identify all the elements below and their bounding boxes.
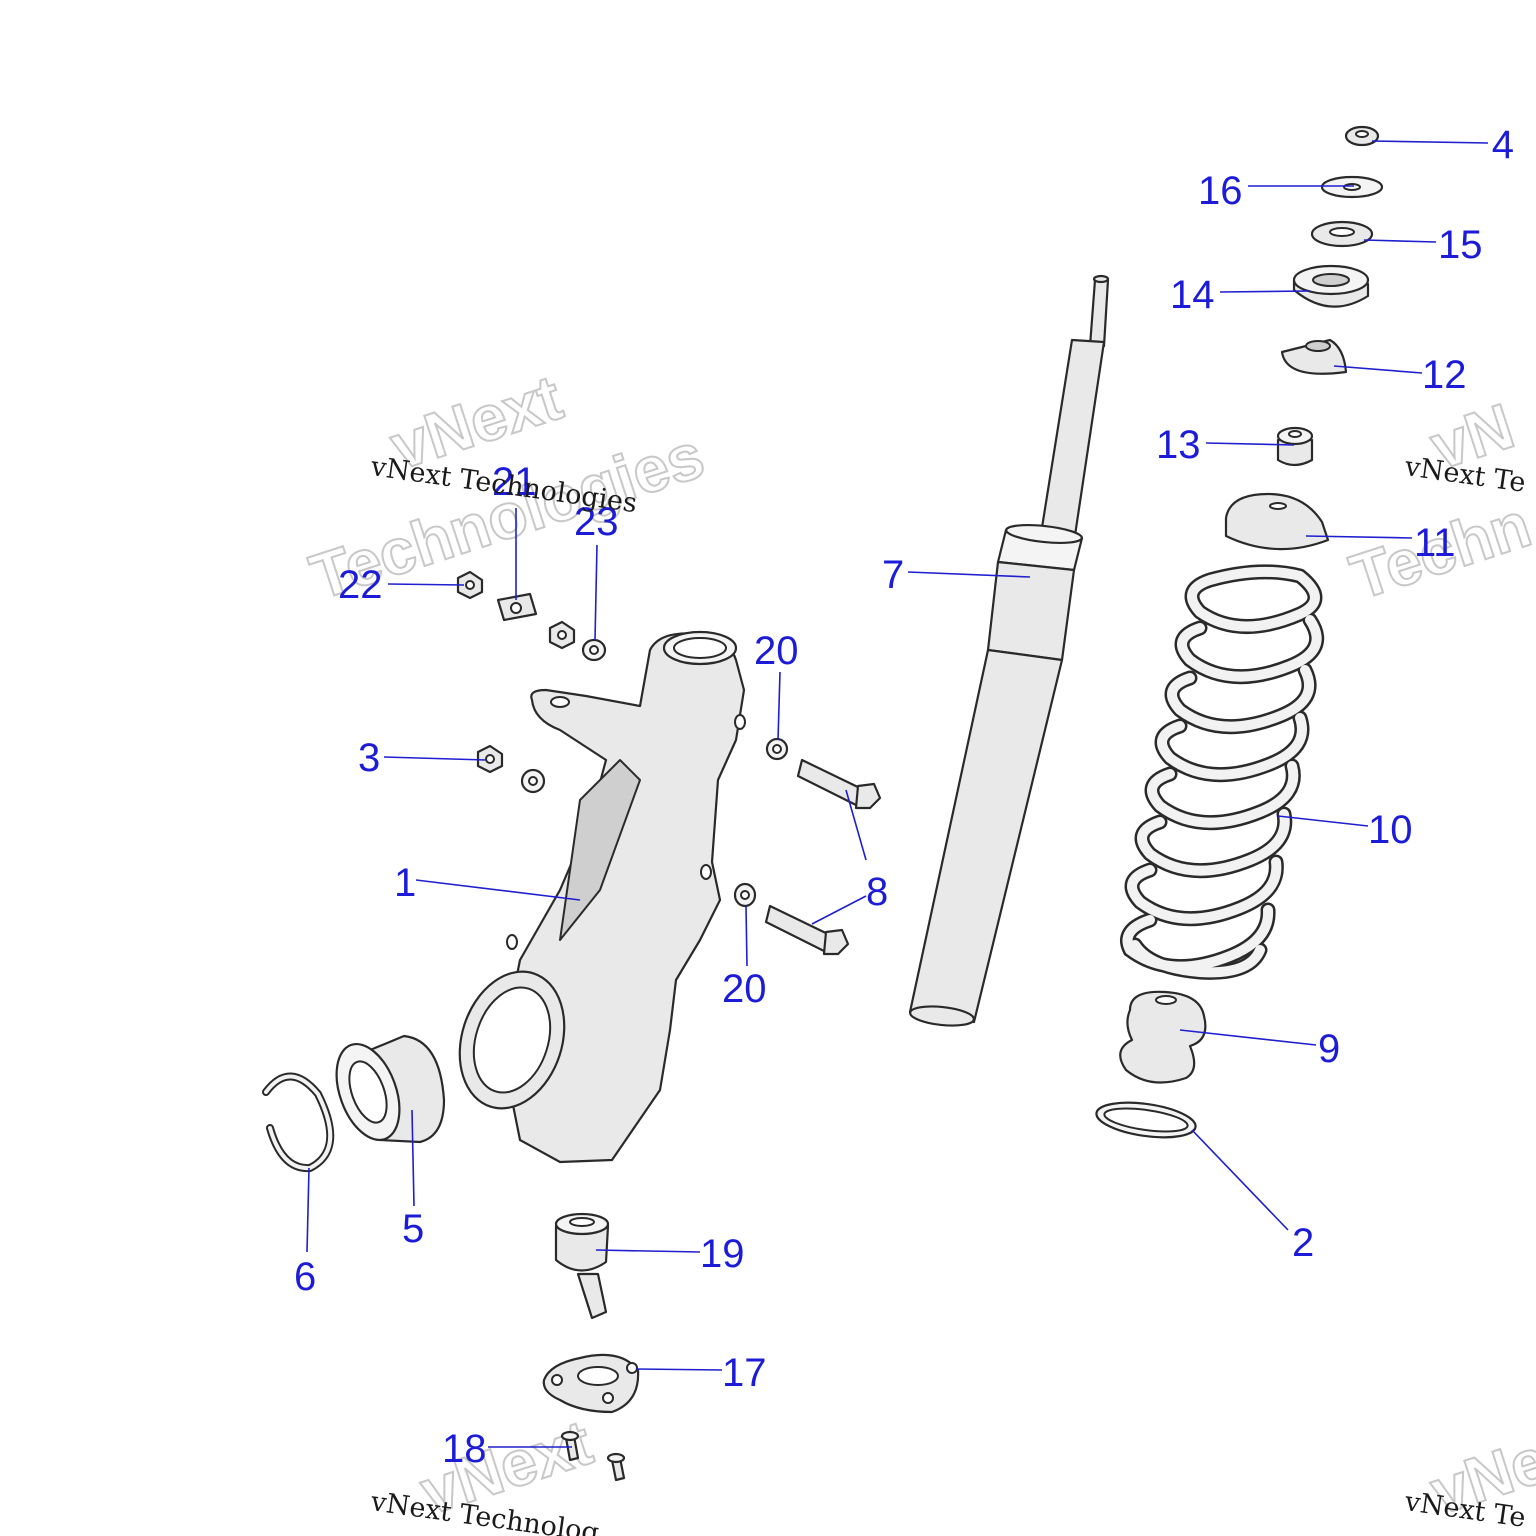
leader-1: [415, 879, 581, 901]
part-bearing-5: [335, 1034, 446, 1144]
leader-4: [1371, 140, 1489, 144]
part-clip-21: [496, 592, 538, 622]
leader-lines: [306, 140, 1489, 1448]
part-nut-top: [1344, 125, 1380, 147]
callout-1[interactable]: 1: [394, 861, 416, 905]
leader-13: [1205, 442, 1295, 446]
callout-19[interactable]: 19: [700, 1232, 745, 1276]
callout-2[interactable]: 2: [1292, 1221, 1314, 1265]
leader-8-top: [845, 789, 867, 861]
callout-12[interactable]: 12: [1422, 353, 1467, 397]
leader-8-bottom: [811, 895, 867, 925]
part-spring-seat-11: [1224, 492, 1330, 551]
leader-15: [1363, 239, 1437, 243]
part-ring-2: [1095, 1101, 1197, 1139]
callout-17[interactable]: 17: [722, 1351, 767, 1395]
leader-6: [306, 1167, 310, 1253]
leader-10: [1277, 815, 1369, 827]
part-bolt-8-bottom: [764, 904, 850, 956]
callout-5[interactable]: 5: [402, 1207, 424, 1251]
callout-6[interactable]: 6: [294, 1255, 316, 1299]
part-washer-3: [520, 768, 546, 794]
callout-4[interactable]: 4: [1492, 123, 1514, 167]
part-ball-joint-19: [554, 1212, 610, 1320]
part-cone-bushing-12: [1280, 338, 1348, 375]
leader-11: [1305, 535, 1413, 539]
callout-14[interactable]: 14: [1170, 273, 1215, 317]
part-spacer-13: [1276, 426, 1314, 467]
part-nut-22: [456, 570, 484, 600]
callout-3[interactable]: 3: [358, 736, 380, 780]
part-knuckle-1: [458, 630, 746, 1164]
part-washer-15: [1310, 220, 1374, 248]
callout-20-top[interactable]: 20: [754, 629, 799, 673]
callout-23[interactable]: 23: [574, 500, 619, 544]
leader-20-bottom: [745, 905, 748, 967]
part-bolt-8-top: [796, 758, 882, 810]
part-washer-20-bottom: [733, 882, 757, 908]
callout-20-bottom[interactable]: 20: [722, 967, 767, 1011]
callout-10[interactable]: 10: [1368, 808, 1413, 852]
callout-7[interactable]: 7: [882, 553, 904, 597]
leader-5: [411, 1109, 415, 1207]
part-flange-17: [542, 1353, 640, 1414]
part-washer-23: [581, 638, 607, 662]
callout-8[interactable]: 8: [866, 870, 888, 914]
part-bushing-14: [1292, 264, 1370, 308]
callout-15[interactable]: 15: [1438, 223, 1483, 267]
part-washer-20-top: [765, 737, 789, 761]
part-washer-16: [1320, 175, 1384, 199]
callout-11[interactable]: 11: [1414, 521, 1456, 565]
part-coil-spring-10: [1120, 564, 1325, 980]
leader-23: [594, 544, 598, 641]
callout-16[interactable]: 16: [1198, 169, 1243, 213]
part-snap-ring-6: [262, 1072, 335, 1173]
leader-12: [1333, 365, 1423, 374]
leader-3: [383, 756, 487, 761]
leader-19: [595, 1249, 701, 1253]
callout-18[interactable]: 18: [442, 1427, 487, 1471]
leader-17: [635, 1368, 723, 1371]
part-nut-small: [548, 620, 576, 650]
leader-22: [387, 583, 465, 586]
callout-9[interactable]: 9: [1318, 1027, 1340, 1071]
leader-20-top: [777, 671, 781, 741]
leader-7: [907, 571, 1031, 578]
callout-13[interactable]: 13: [1156, 423, 1201, 467]
part-screws-18: [560, 1430, 626, 1482]
part-strut-7: [908, 274, 1110, 1027]
callout-labels: 4 16 15 14 12 13 11 7 10 9 2 1 3 22 21 2…: [294, 123, 1514, 1471]
callout-21[interactable]: 21: [492, 460, 537, 504]
leader-14: [1219, 290, 1311, 293]
leader-2: [1191, 1129, 1289, 1231]
leader-9: [1179, 1029, 1317, 1046]
callout-22[interactable]: 22: [338, 563, 383, 607]
part-nut-3: [476, 744, 504, 774]
part-bump-stop-9: [1119, 990, 1207, 1084]
